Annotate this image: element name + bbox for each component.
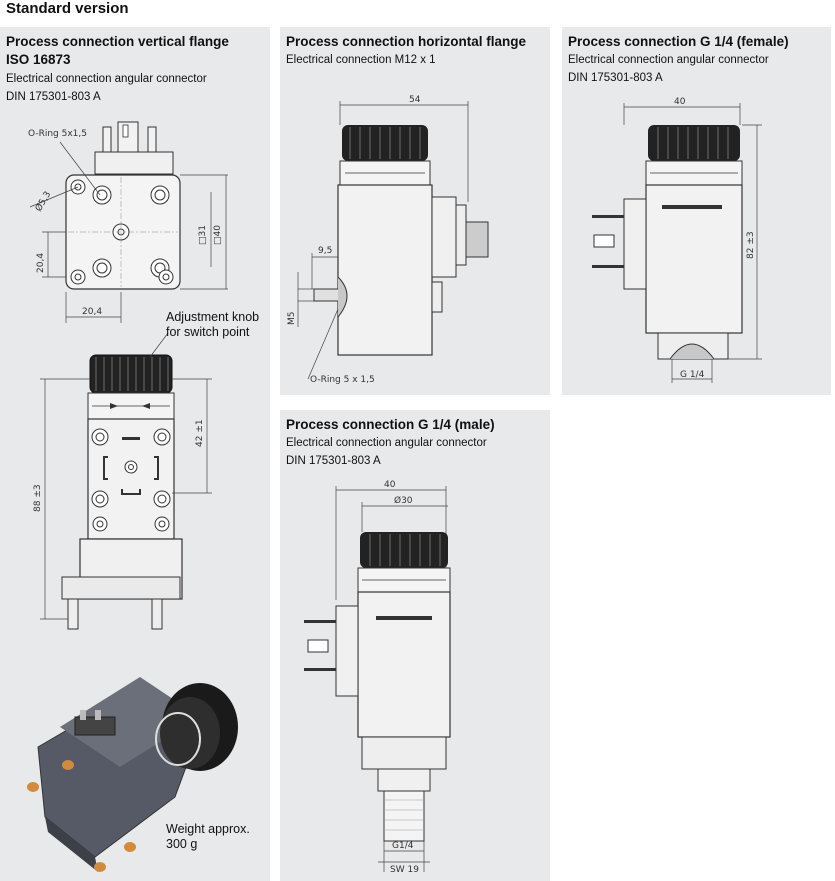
dim-oring: O-Ring 5 x 1,5 [310, 375, 375, 385]
dim-width-20: 20,4 [82, 307, 102, 317]
panel-subtitle-standard: DIN 175301-803 A [6, 91, 101, 103]
panel-title: Process connection G 1/4 (female) [568, 34, 789, 49]
dim-oring: O-Ring 5x1,5 [28, 129, 87, 139]
panel-vertical-flange: Process connection vertical flange ISO 1… [0, 27, 270, 881]
panel-subtitle: Electrical connection angular connector [6, 73, 207, 85]
male-connection-drawing: 40 Ø30 G1/4 SW 19 [304, 480, 451, 875]
section-heading: Standard version [6, 0, 129, 17]
dim-width-54: 54 [409, 95, 421, 105]
panel-subtitle-standard: DIN 175301-803 A [568, 72, 663, 84]
horizontal-flange-drawing: 54 9,5 M5 O-Ring 5 x 1,5 [287, 95, 489, 385]
vertical-flange-drawing: O-Ring 5x1,5 Ø5,3 □31 □40 20,4 20,4 [27, 121, 238, 872]
panel-title: Process connection horizontal flange [286, 34, 527, 49]
dim-square-31: □31 [198, 225, 208, 245]
adjustment-note-1: Adjustment knob [166, 310, 260, 324]
dim-width-40: 40 [674, 97, 686, 107]
panel-subtitle-standard: DIN 175301-803 A [286, 455, 381, 467]
dim-height-82: 82 ±3 [746, 231, 756, 259]
weight-note-2: 300 g [166, 837, 198, 851]
panel-female-connection: Process connection G 1/4 (female) Electr… [562, 27, 831, 395]
panel-male-connection: Process connection G 1/4 (male) Electric… [280, 410, 550, 881]
panel-horizontal-flange: Process connection horizontal flange Ele… [280, 27, 550, 395]
dim-height-20: 20,4 [36, 253, 46, 273]
weight-note-1: Weight approx. [166, 822, 250, 836]
panel-title: Process connection vertical flange [6, 34, 229, 49]
dim-thread-g14: G 1/4 [680, 370, 705, 380]
panel-subtitle: Electrical connection angular connector [286, 437, 487, 449]
dim-square-40: □40 [213, 225, 223, 245]
dim-offset-95: 9,5 [318, 246, 332, 256]
panel-subtitle: Electrical connection angular connector [568, 54, 769, 66]
dim-thread-g14: G1/4 [392, 841, 414, 851]
dim-width-40: 40 [384, 480, 396, 490]
panel-title-standard: ISO 16873 [6, 52, 71, 67]
female-connection-drawing: 40 82 ±3 G 1/4 [592, 97, 762, 383]
dim-diameter-30: Ø30 [394, 495, 413, 506]
panel-subtitle: Electrical connection M12 x 1 [286, 54, 436, 66]
dim-thread-m5: M5 [287, 312, 297, 326]
product-render [27, 677, 238, 872]
dim-diameter: Ø5,3 [33, 189, 53, 213]
dim-height-88: 88 ±3 [33, 484, 43, 512]
panel-title: Process connection G 1/4 (male) [286, 417, 495, 432]
dim-wrench-sw19: SW 19 [390, 865, 419, 875]
dim-height-42: 42 ±1 [195, 419, 205, 447]
adjustment-note-2: for switch point [166, 325, 250, 339]
